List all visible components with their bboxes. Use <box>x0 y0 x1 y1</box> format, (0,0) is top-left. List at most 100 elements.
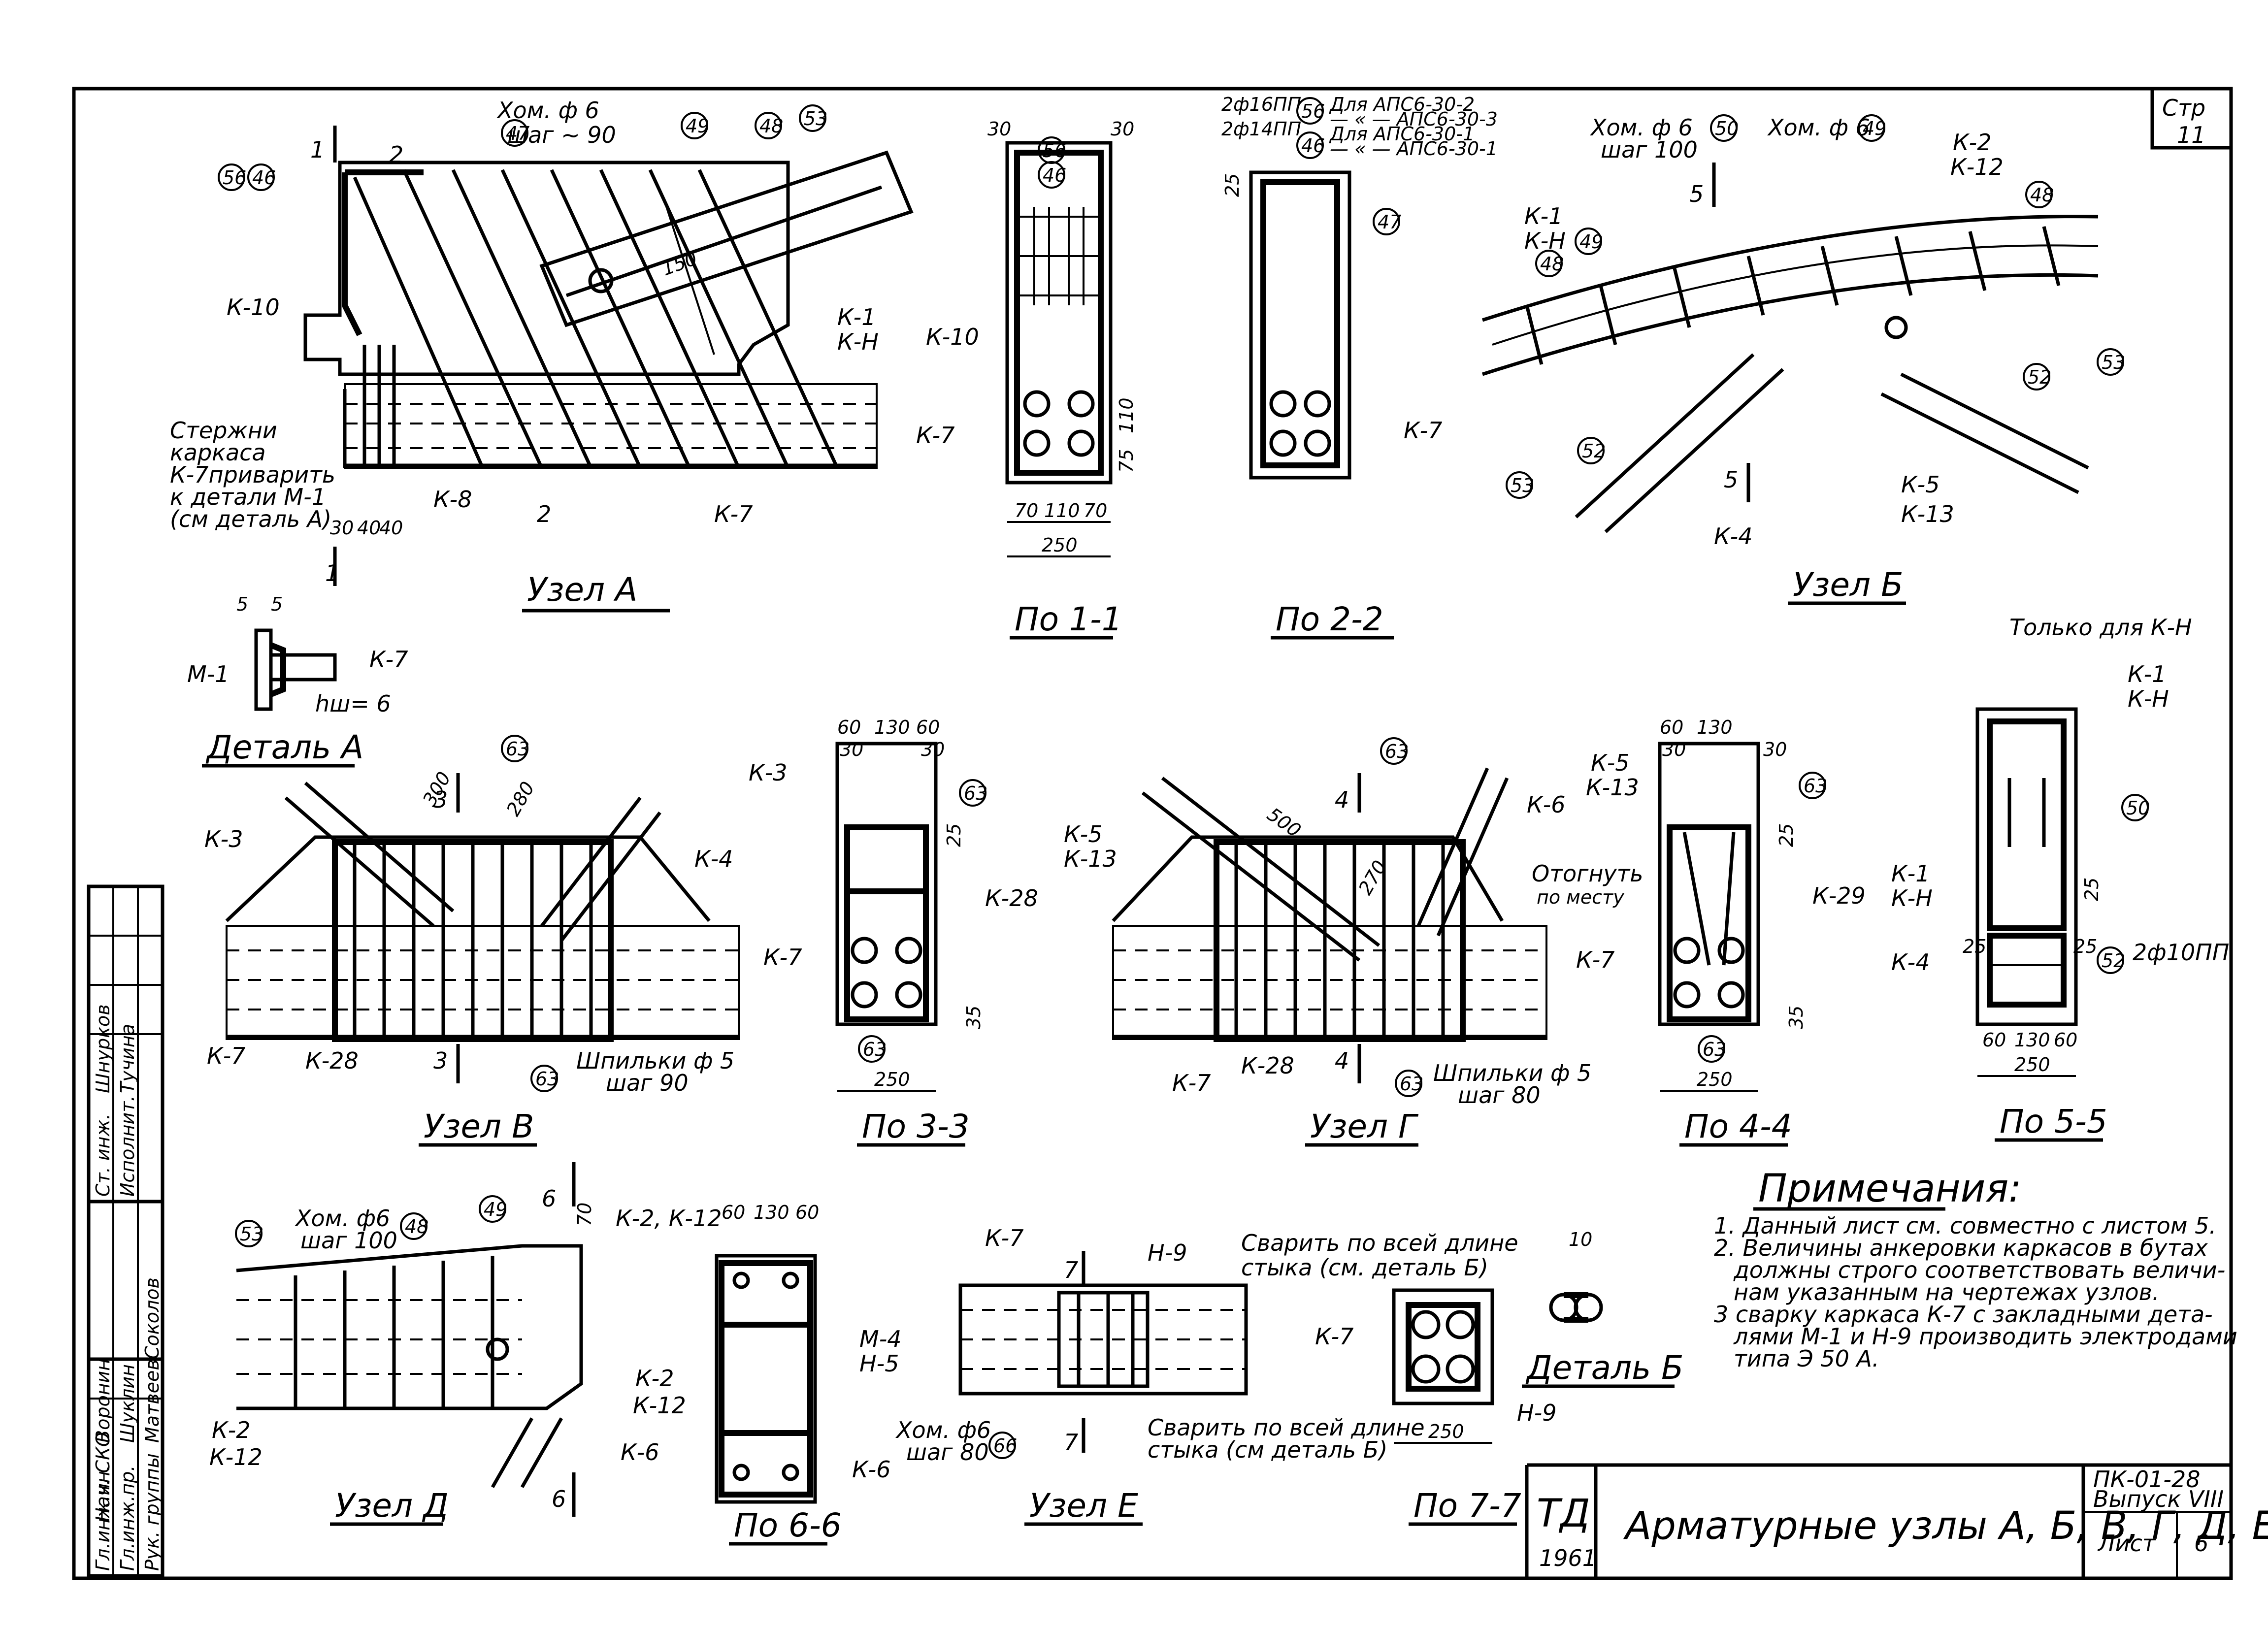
uzel-b-label-k12: К-12 <box>1950 154 2004 180</box>
uzel-a-label-k8: К-8 <box>433 486 472 513</box>
uzel-v-verticals <box>353 842 593 1039</box>
uzel-d-label-k2: К-2 <box>212 1417 251 1443</box>
po33-dim-35: 35 <box>963 1006 985 1029</box>
view-po-6-6: 60 130 60 К-2, К-12 К-2 К-12 М-4 Н-5 К-6… <box>616 1202 902 1546</box>
stamp-role-5: Ст. инж. <box>92 1113 114 1197</box>
uzel-b-label-k2: К-2 <box>1953 129 1992 156</box>
po11-dim-110-side: 110 <box>1116 397 1137 433</box>
po44-mark-63a: 63 <box>1804 775 1827 797</box>
uzel-a-dim-40a: 40 <box>357 517 381 539</box>
detal-a-dim-5a: 5 <box>236 593 248 615</box>
view-uzel-v: 63 63 К-3 К-4 К-7 К-28 Шпильки ф 5 шаг 9… <box>204 735 740 1147</box>
po55-mark-52: 52 <box>2102 950 2125 972</box>
po33-dim-60a: 60 <box>837 717 861 738</box>
po66-label-k6: К-6 <box>852 1456 891 1483</box>
uzel-a-mark-49: 49 <box>686 115 709 137</box>
uzel-a-section-1-top: 1 <box>310 136 325 163</box>
uzel-e-weld-bottom-2: стыка (см деталь Б) <box>1148 1436 1387 1463</box>
uzel-d-hom: Хом. ф6 <box>295 1205 390 1232</box>
po55-dim-25-left: 25 <box>1963 936 1986 957</box>
uzel-d-label-k6: К-6 <box>621 1439 659 1466</box>
notes-block: Примечания: 1. Данный лист см. совместно… <box>1714 1167 2237 1372</box>
po33-mark-63a: 63 <box>964 782 987 804</box>
uzel-b-label-k13: К-13 <box>1901 501 1954 527</box>
po44-dim-250: 250 <box>1697 1069 1733 1090</box>
uzel-b-label-k1: К-1 <box>1524 203 1563 229</box>
stamp-name-3: Матвеев <box>141 1359 163 1443</box>
uzel-e-label-n9: Н-9 <box>1148 1239 1187 1266</box>
po33-label-k3: К-3 <box>749 759 788 786</box>
view-detal-a: 5 5 М-1 К-7 hш= 6 Деталь А <box>187 593 408 768</box>
po33-mark-63b: 63 <box>863 1039 887 1060</box>
po44-label-k29: К-29 <box>1812 882 1866 909</box>
uzel-b-mark-49b: 49 <box>1579 231 1603 253</box>
detal-a-dim-5b: 5 <box>271 593 283 615</box>
uzel-g-mark-63b: 63 <box>1400 1073 1423 1095</box>
uzel-e-step: шаг 80 <box>906 1439 989 1466</box>
uzel-a-note-5: (см деталь А) <box>170 506 331 532</box>
uzel-b-mark-52b: 52 <box>1582 440 1606 462</box>
po66-dim-60a: 60 <box>722 1202 745 1223</box>
po33-dim-25: 25 <box>943 823 965 847</box>
po22-mark-56: 56 <box>1301 100 1325 122</box>
uzel-v-mark-63a: 63 <box>506 738 529 760</box>
stamp-name-5: Шнурков <box>92 1004 114 1093</box>
po44-dim-35: 35 <box>1785 1006 1807 1029</box>
po22-note-4: — « — АПС6-30-3 <box>1330 108 1498 130</box>
uzel-d-label-k12: К-12 <box>209 1444 263 1470</box>
uzel-v-mark-63b: 63 <box>535 1068 559 1090</box>
po66-label-n5: Н-5 <box>859 1350 899 1377</box>
notes-line-6: лями М-1 и Н-9 производить электродами <box>1733 1323 2237 1350</box>
uzel-d-mark-53: 53 <box>240 1223 263 1245</box>
uzel-b-title: Узел Б <box>1793 566 1903 604</box>
po55-dim-60a: 60 <box>1982 1029 2006 1051</box>
uzel-v-label-k28: К-28 <box>305 1047 359 1074</box>
po22-title: По 2-2 <box>1276 600 1383 638</box>
uzel-g-label-k13: К-13 <box>1064 846 1117 872</box>
sheet-number: 6 <box>2194 1530 2208 1557</box>
page-tag: Стр 11 <box>2150 87 2233 150</box>
po44-mark-63b: 63 <box>1703 1039 1726 1060</box>
uzel-a-label-k7: К-7 <box>714 501 753 527</box>
po33-label-k7: К-7 <box>763 944 802 971</box>
po55-title: По 5-5 <box>2000 1103 2107 1140</box>
detal-b-title: Деталь Б <box>1525 1349 1683 1387</box>
uzel-b-mark-48a: 48 <box>2030 184 2054 206</box>
uzel-b-hom2: Хом. ф 6 <box>1767 114 1870 141</box>
stamp-name-2: Шуклин <box>117 1364 138 1443</box>
year: 1961 <box>1539 1545 1597 1571</box>
uzel-d-mark-48: 48 <box>405 1216 428 1238</box>
uzel-b-label-k5: К-5 <box>1901 471 1940 498</box>
uzel-e-section-7-bottom: 7 <box>1064 1429 1078 1456</box>
detal-a-label-weld: hш= 6 <box>315 690 391 717</box>
outer-frame <box>72 87 2233 1580</box>
uzel-d-mark-49: 49 <box>484 1199 507 1220</box>
po33-dim-130: 130 <box>874 717 910 738</box>
uzel-a-dim-150: 150 <box>659 247 700 280</box>
uzel-g-pins: Шпильки ф 5 <box>1433 1060 1591 1086</box>
detal-a-label-k7: К-7 <box>369 646 408 673</box>
po33-title: По 3-3 <box>862 1108 970 1145</box>
view-po-5-5: Только для К-Н К-1 К-Н К-1 К-Н К-4 50 52… <box>1891 614 2229 1142</box>
uzel-b-mark-48b: 48 <box>1540 253 1564 275</box>
po33-dim-30b: 30 <box>921 739 945 760</box>
po77-label-k7: К-7 <box>1315 1323 1354 1350</box>
po11-mark-46: 46 <box>1043 164 1066 186</box>
uzel-e-label-k7: К-7 <box>985 1225 1024 1251</box>
uzel-v-label-k3: К-3 <box>204 826 243 852</box>
po55-label-k1-top: К-1 <box>2128 661 2167 687</box>
po11-label-k10: К-10 <box>926 324 979 350</box>
uzel-a-stirrups <box>353 169 839 469</box>
uzel-v-section-3-top: 3 <box>433 786 448 813</box>
stamp-name-6: Тучина <box>117 1024 138 1093</box>
detal-b-dim-10: 10 <box>1569 1229 1592 1250</box>
po11-dim-110: 110 <box>1044 500 1080 521</box>
po55-dim-25-side: 25 <box>2081 878 2103 901</box>
stamp-strip: Гл.инж.ин. Нач. СКО Гл.инж.пр. Рук. груп… <box>87 884 164 1578</box>
sheet-label: Лист <box>2097 1530 2156 1557</box>
po66-label-m4: М-4 <box>859 1326 902 1352</box>
po22-mark-46: 46 <box>1301 135 1325 157</box>
po44-label-k7: К-7 <box>1576 946 1615 973</box>
uzel-a-note-4: к детали М-1 <box>170 484 326 510</box>
po44-dim-60: 60 <box>1660 717 1683 738</box>
